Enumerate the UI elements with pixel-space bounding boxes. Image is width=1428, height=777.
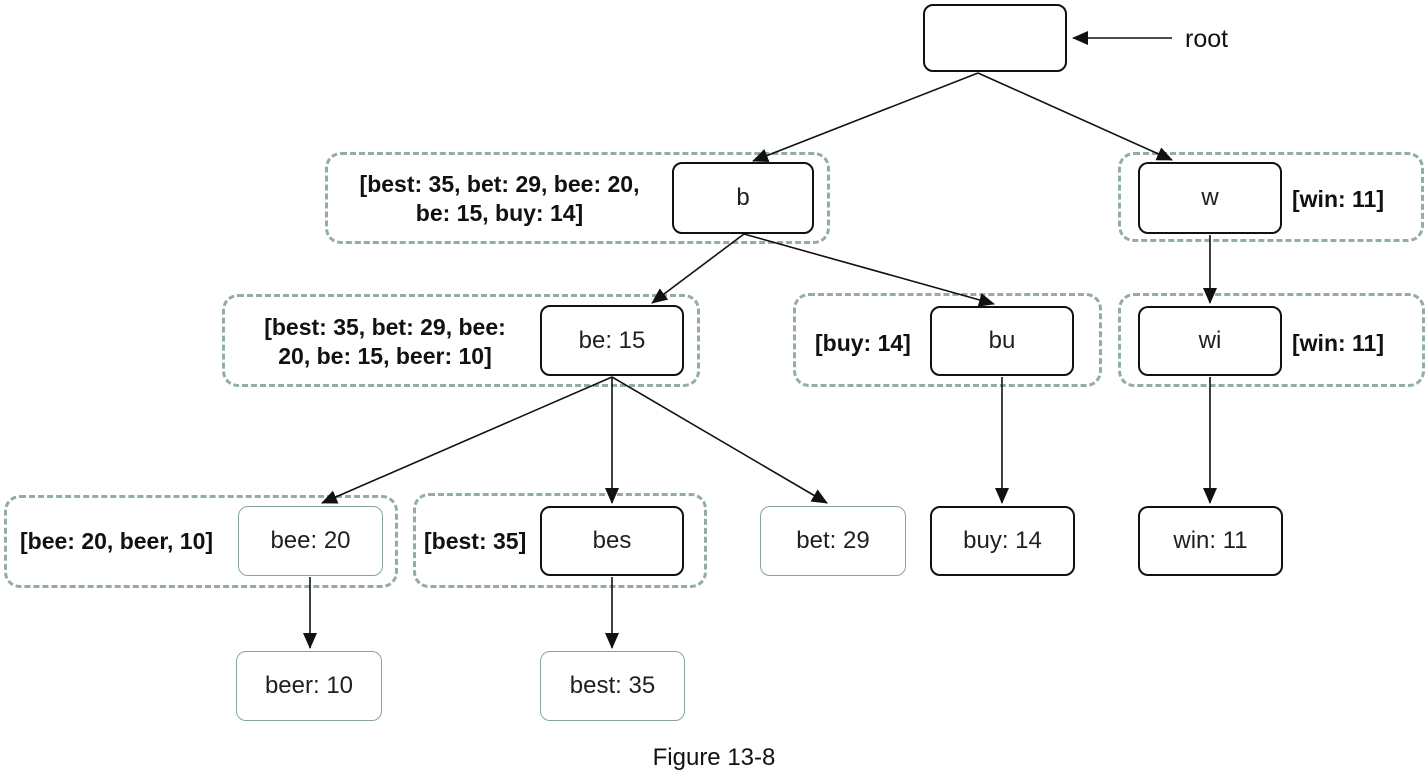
annotation-b: [best: 35, bet: 29, bee: 20, be: 15, buy… [359,171,640,226]
node-bee: bee: 20 [238,506,383,576]
node-win: win: 11 [1138,506,1283,576]
group-wi [1118,293,1425,387]
node-wi: wi [1138,306,1282,376]
annotation-w: [win: 11] [1292,186,1385,212]
node-w: w [1138,162,1282,234]
node-buy: buy: 14 [930,506,1075,576]
annotation-be: [best: 35, bet: 29, bee: 20, be: 15, bee… [264,314,506,369]
group-bee [4,495,398,588]
edge-be-bee [321,376,613,504]
annotation-wi: [win: 11] [1292,330,1385,356]
node-best: best: 35 [540,651,685,721]
node-b: b [672,162,814,234]
root-pointer-label: root [1185,25,1229,53]
edge-root-b [752,72,979,163]
node-beer: beer: 10 [236,651,382,721]
group-bes [413,493,707,588]
edge-root-w [977,72,1173,161]
annotation-bee: [bee: 20, beer, 10] [20,528,214,554]
annotation-bes: [best: 35] [424,528,527,554]
annotation-bu: [buy: 14] [815,330,911,356]
node-bet: bet: 29 [760,506,906,576]
group-b [325,152,830,244]
node-be: be: 15 [540,305,684,376]
edge-b-bu [743,233,995,307]
edge-b-be [651,233,745,304]
figure-caption: Figure 13-8 [652,744,776,771]
group-w [1118,152,1424,242]
node-root [923,4,1067,72]
edge-be-bet [611,376,828,504]
group-be [222,294,700,387]
group-bu [793,293,1102,387]
node-bu: bu [930,306,1074,376]
node-bes: bes [540,506,684,576]
